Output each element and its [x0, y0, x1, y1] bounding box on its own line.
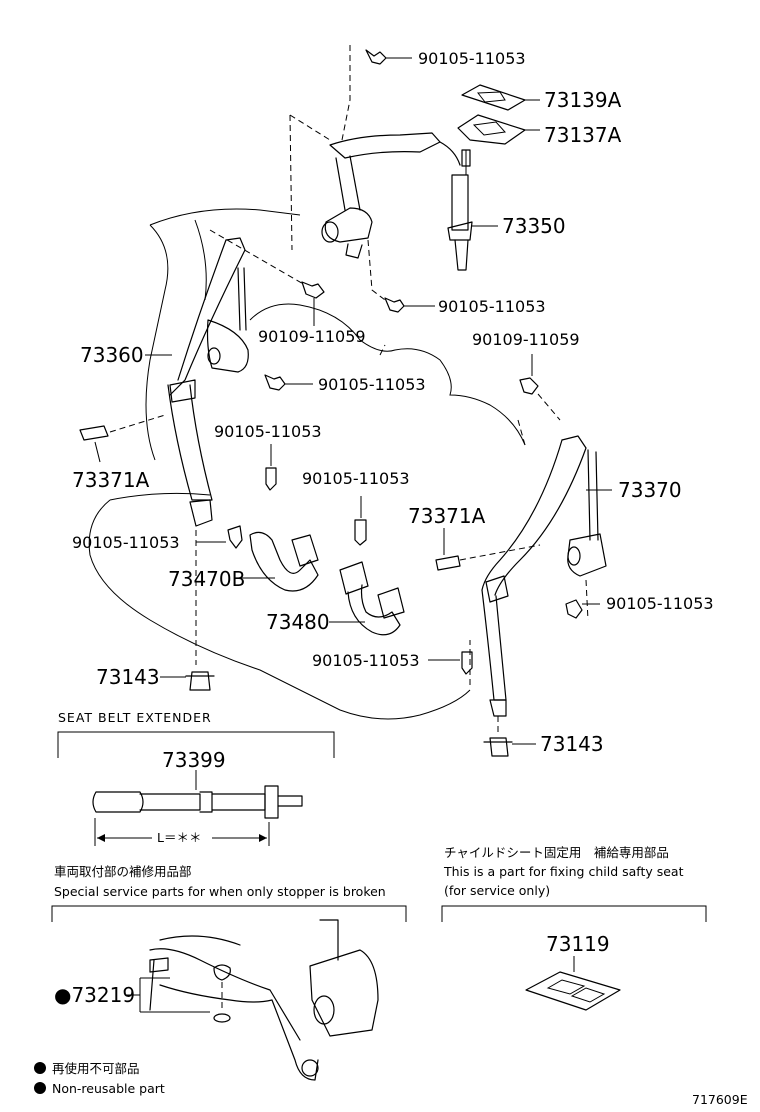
- label-cover-b: 73137A: [544, 123, 622, 147]
- bolt-left-bottom-icon: [195, 525, 243, 665]
- child-line1: This is a part for fixing child safty se…: [443, 864, 684, 879]
- label-bolt-left-upper: 90109-11059: [258, 327, 366, 346]
- label-bolt-left-low: 90105-11053: [214, 422, 322, 441]
- bolt-right-mid-icon: [565, 599, 600, 619]
- non-reusable-dot-icon: [34, 1082, 46, 1094]
- label-adjuster: 73350: [502, 214, 566, 238]
- cover-73139a-icon: [461, 84, 540, 111]
- legend-jp: 再使用不可部品: [52, 1061, 140, 1076]
- service-part: ●73219: [54, 983, 135, 1007]
- service-title-en: Special service parts for when only stop…: [54, 884, 386, 899]
- label-bolt-top: 90105-11053: [418, 49, 526, 68]
- service-box: [51, 905, 407, 1081]
- label-buckle-left: 73470B: [168, 567, 245, 591]
- label-bolt-left-bottom: 90105-11053: [72, 533, 180, 552]
- label-bolt-center-low: 90105-11053: [312, 651, 420, 670]
- label-bolt-adjuster: 90105-11053: [438, 297, 546, 316]
- extender-box: [57, 731, 335, 846]
- extender-length: L＝＊＊: [157, 830, 201, 845]
- extender-part: 73399: [162, 748, 226, 772]
- buckle-center-icon: [329, 496, 405, 636]
- label-cover-a: 73139A: [544, 88, 622, 112]
- non-reusable-dot-icon: [34, 1062, 46, 1074]
- belt-left-icon: [145, 237, 249, 527]
- stopper-right-icon: [483, 716, 536, 757]
- label-bolt-left-mid: 90105-11053: [318, 375, 426, 394]
- child-part: 73119: [546, 932, 610, 956]
- clip-left-icon: [79, 414, 166, 463]
- belt-right-icon: [481, 435, 612, 717]
- service-title-jp: 車両取付部の補修用品部: [54, 864, 192, 879]
- bolt-center-low-icon: [428, 651, 473, 675]
- child-line2: (for service only): [444, 883, 550, 898]
- body-outline: [88, 45, 526, 720]
- cover-73137a-icon: [457, 114, 540, 145]
- buckle-left-icon: [240, 531, 319, 592]
- bolt-left-low-icon: [265, 444, 277, 491]
- upper-retractor-icon: [321, 132, 441, 259]
- bolt-left-upper-icon: [301, 281, 325, 326]
- label-bolt-right-mid: 90105-11053: [606, 594, 714, 613]
- figure-id: 717609E: [692, 1092, 748, 1107]
- legend-en: Non-reusable part: [52, 1081, 165, 1096]
- extender-title: SEAT BELT EXTENDER: [58, 710, 212, 725]
- label-belt-left: 73360: [80, 343, 144, 367]
- label-bolt-right-upper: 90109-11059: [472, 330, 580, 349]
- child-title-jp: チャイルドシート固定用 補給専用部品: [444, 845, 669, 860]
- label-stopper-left: 73143: [96, 665, 160, 689]
- label-belt-right: 73370: [618, 478, 682, 502]
- label-clip-left: 73371A: [72, 468, 150, 492]
- bolt-left-mid-icon: [264, 374, 313, 391]
- bolt-right-upper-icon: [519, 354, 561, 421]
- label-bolt-center: 90105-11053: [302, 469, 410, 488]
- adjuster-73350-icon: [439, 141, 498, 271]
- label-buckle-center: 73480: [266, 610, 330, 634]
- bolt-adjuster-icon: [384, 297, 435, 313]
- label-stopper-right: 73143: [540, 732, 604, 756]
- stopper-left-icon: [160, 671, 215, 691]
- child-box: [441, 905, 707, 1011]
- label-clip-right: 73371A: [408, 504, 486, 528]
- bolt-top-icon: [365, 49, 412, 65]
- clip-right-icon: [435, 528, 541, 571]
